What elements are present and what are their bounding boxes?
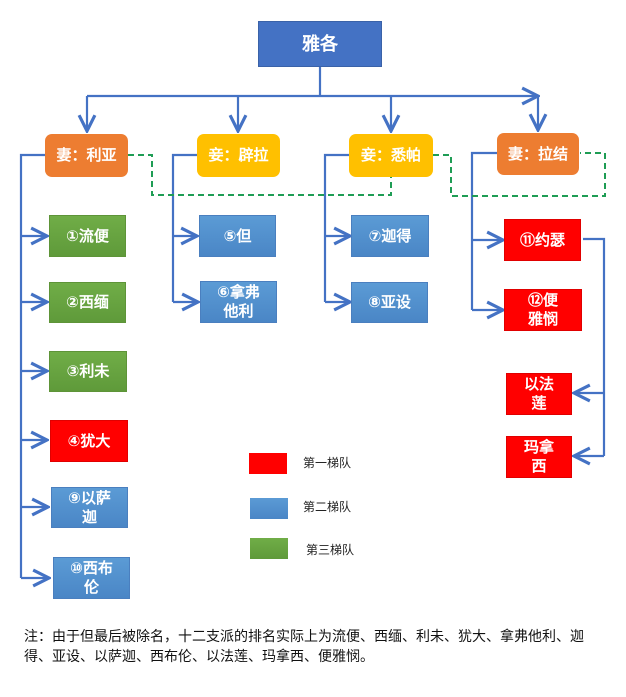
dashed-link-zilpah-rachel [433,152,606,197]
leah-trunk-line [19,153,45,578]
rachel-trunk-line [470,151,497,310]
legend-label-tier1: 第一梯队 [303,456,352,470]
grandson-node-manasseh: 玛拿西 [506,436,572,478]
son-node-levi: ③利未 [49,351,127,392]
legend-label-tier2: 第二梯队 [303,500,352,514]
zilpah-trunk-line [323,153,349,302]
mother-node-leah: 妻：利亚 [45,134,128,177]
mother-node-rachel: 妻：拉结 [497,133,579,175]
son-node-benjamin: ⑫便雅悯 [504,289,582,331]
grandson-node-ephraim: 以法莲 [506,373,572,415]
legend-label-tier3: 第三梯队 [306,543,355,557]
dashed-link-leah-zilpah [128,154,392,196]
son-node-asher: ⑧亚设 [351,282,428,323]
son-node-dan: ⑤但 [199,215,276,257]
legend-swatch-tier2 [250,498,288,519]
son-node-zebulun: ⑩西布伦 [53,557,130,599]
son-node-naphtali: ⑥拿弗他利 [200,281,277,323]
bilhah-trunk-line [171,153,197,302]
mother-node-zilpah: 妾：悉帕 [349,134,433,177]
son-node-judah: ④犹大 [50,420,128,462]
son-node-gad: ⑦迦得 [351,215,429,257]
son-node-reuben: ①流便 [49,215,126,257]
son-node-issachar: ⑨以萨迦 [51,487,128,528]
mother-node-bilhah: 妾：辟拉 [197,134,280,177]
joseph-trunk-line [583,237,606,456]
son-node-joseph: ⑪约瑟 [504,219,581,261]
legend-swatch-tier1 [249,453,287,474]
legend-swatch-tier3 [250,538,288,559]
son-node-simeon: ②西缅 [49,282,126,323]
root-node-jacob: 雅各 [258,21,382,67]
footnote: 注：由于但最后被除名，十二支派的排名实际上为流便、西缅、利未、犹大、拿弗他利、迦… [24,629,584,665]
